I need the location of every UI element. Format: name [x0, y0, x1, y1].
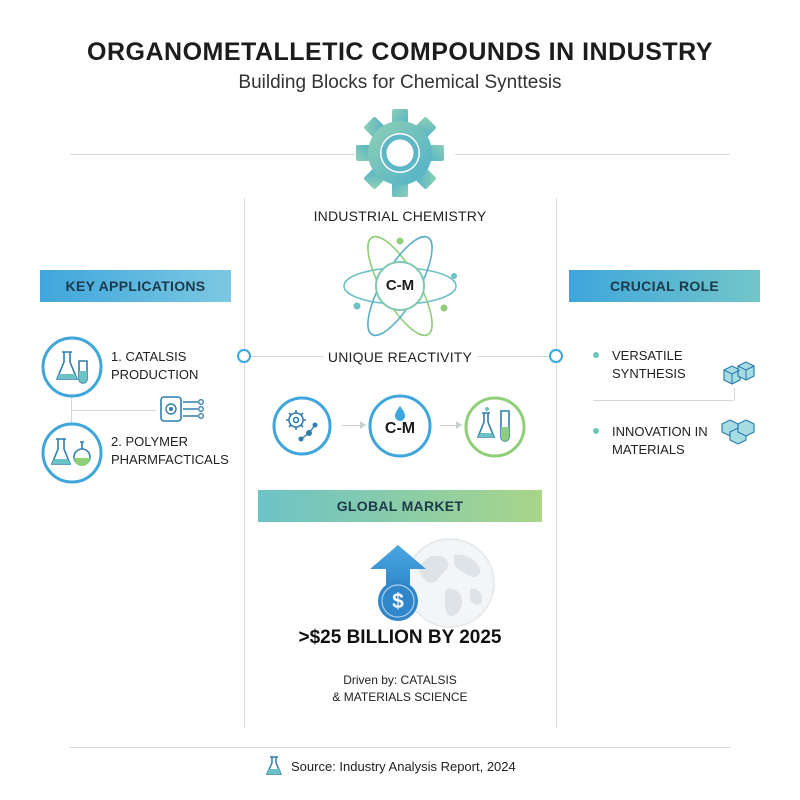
flow-arrow-1 — [342, 425, 364, 426]
node-dot-left — [237, 349, 251, 363]
flask-tube-icon — [464, 396, 526, 458]
header-divider-right — [455, 154, 730, 155]
up-arrow-icon — [370, 545, 426, 589]
flasks-icon — [41, 422, 103, 484]
reactivity-line-right — [478, 356, 556, 357]
device-icon — [160, 396, 204, 422]
crucial-role-banner: CRUCIAL ROLE — [569, 270, 760, 302]
application-1-line-2: PRODUCTION — [111, 367, 199, 382]
reaction-center-circle — [368, 394, 432, 458]
stacked-cubes-icon — [721, 419, 755, 445]
role-1-line-1: VERSATILE — [612, 348, 683, 363]
svg-text:$: $ — [392, 590, 404, 613]
unique-reactivity-label: UNIQUE REACTIVITY — [327, 349, 473, 365]
market-value: >$25 BILLION BY 2025 — [298, 627, 502, 648]
dollar-icon: $ — [378, 581, 418, 621]
key-applications-banner: KEY APPLICATIONS — [40, 270, 231, 302]
application-1-line-1: 1. CATALSIS — [111, 349, 187, 364]
page-title: ORGANOMETALLETIC COMPOUNDS IN INDUSTRY — [87, 38, 713, 66]
flow-arrow-head-1 — [360, 421, 366, 429]
role-2-line-1: INNOVATION IN — [612, 424, 708, 439]
cubes-icon — [723, 361, 755, 385]
footer-divider — [70, 747, 730, 748]
atom-label: C-M — [385, 277, 415, 294]
bullet-1 — [593, 352, 599, 358]
source-note: Source: Industry Analysis Report, 2024 — [291, 759, 516, 774]
column-divider-left — [244, 198, 245, 728]
role-connector-up — [734, 388, 735, 401]
global-market-banner: GLOBAL MARKET — [258, 490, 542, 522]
reactivity-line-left — [244, 356, 324, 357]
role-2-line-2: MATERIALS — [612, 442, 685, 457]
role-connector — [593, 400, 733, 401]
flask-icon — [41, 336, 103, 398]
driven-by-line-1: Driven by: CATALSIS — [343, 673, 457, 687]
node-dot-right — [549, 349, 563, 363]
flow-arrow-2 — [440, 425, 460, 426]
footer-flask-icon — [265, 756, 283, 775]
driven-by-line-2: & MATERIALS SCIENCE — [332, 690, 468, 704]
catalyst-gear-icon — [272, 396, 332, 456]
connector-vertical — [71, 398, 72, 424]
atom-icon — [343, 235, 457, 337]
page-subtitle: Building Blocks for Chemical Synttesis — [238, 72, 562, 93]
connector-horizontal — [71, 410, 156, 411]
role-1-line-2: SYNTHESIS — [612, 366, 686, 381]
gear-icon — [356, 109, 444, 197]
bullet-2 — [593, 428, 599, 434]
reaction-center-label: C-M — [384, 420, 416, 437]
industrial-chemistry-label: INDUSTRIAL CHEMISTRY — [313, 208, 487, 224]
header-divider-left — [70, 154, 355, 155]
flow-arrow-head-2 — [456, 421, 462, 429]
application-2-line-2: PHARMFACTICALS — [111, 452, 229, 467]
application-2-line-1: 2. POLYMER — [111, 434, 189, 449]
column-divider-right — [556, 198, 557, 728]
